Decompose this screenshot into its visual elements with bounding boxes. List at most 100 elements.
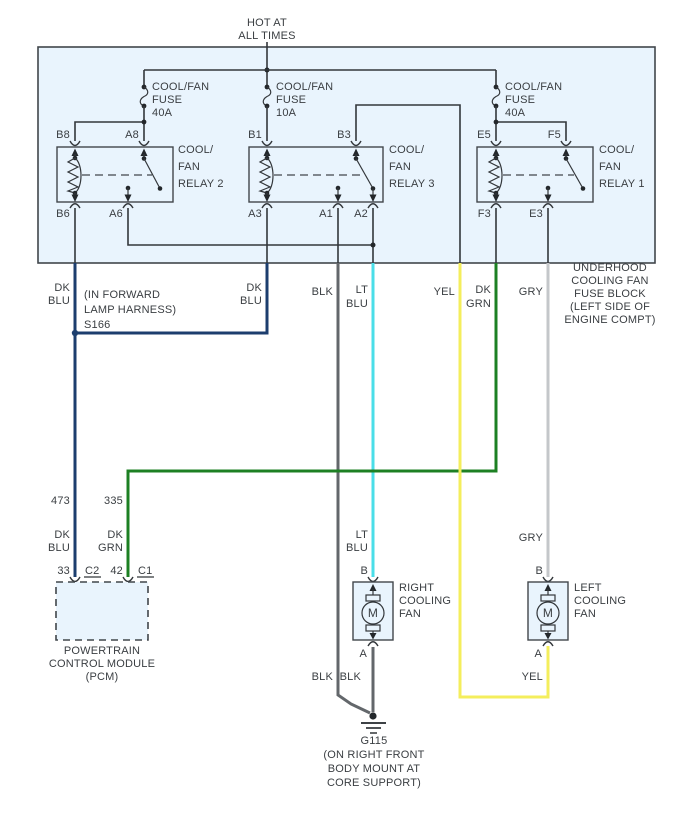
pcm33-wire-color-2: BLU	[48, 542, 70, 554]
ground-id: G115	[361, 735, 388, 747]
pcm-box	[55, 581, 149, 641]
relay3-b3-feed-wire	[355, 104, 461, 263]
pin-a6: A6	[109, 208, 123, 220]
a2-wire-color-2: BLU	[346, 298, 368, 310]
fuse-block-note-3: FUSE BLOCK	[574, 288, 646, 300]
feed-stub-wires	[143, 70, 497, 87]
hot-at-label: HOT AT	[247, 17, 287, 29]
rfan-pin-b: B	[360, 565, 368, 577]
relay3-label-1: COOL/	[389, 144, 425, 156]
pin-e3: E3	[529, 208, 543, 220]
fuse-block-note-4: (LEFT SIDE OF	[570, 301, 650, 313]
b6-wire-color-1: DK	[54, 282, 70, 294]
pcm-pin-42: 42	[110, 565, 123, 577]
relay2-contact-down-arrow	[124, 194, 132, 202]
pcm-name-1: POWERTRAIN	[64, 645, 140, 657]
rfan-b-wire-color-2: BLU	[346, 542, 368, 554]
fuse1-label-3: 40A	[152, 107, 173, 119]
fuse-block-note-5: ENGINE COMPT)	[564, 314, 655, 326]
circuit-335: 335	[104, 495, 123, 507]
ground-dot	[369, 712, 377, 720]
pcm42-wire-color-2: GRN	[98, 542, 123, 554]
relay2-switch-arm	[143, 158, 161, 189]
rfan-brush-top	[365, 594, 381, 602]
relay1-coil-zigzag	[487, 157, 501, 194]
fuse1-branch-dot	[141, 119, 147, 125]
relay1-coil-down-arrow	[492, 194, 500, 202]
fuse-block-note-2: COOLING FAN	[571, 275, 648, 287]
rfan-name-2: COOLING	[399, 595, 451, 607]
pcm-pin-33: 33	[57, 565, 70, 577]
relay3-switch-arm	[355, 158, 374, 189]
rfan-bottom-connector-arc	[367, 641, 379, 647]
relay3-switch-up-arrow	[352, 148, 360, 156]
relay1-switch-arm	[565, 158, 584, 189]
pcm-name-3: (PCM)	[86, 671, 119, 683]
relay1-label-3: RELAY 1	[599, 178, 645, 190]
pin-e5: E5	[477, 129, 491, 141]
a1-wire-color: BLK	[312, 286, 334, 298]
fuse3-branch-dot	[493, 119, 499, 125]
fuse3-label-1: COOL/FAN	[505, 81, 562, 93]
gnd-left-wire-color: BLK	[312, 671, 334, 683]
relay-top-connector-arcs	[69, 140, 572, 147]
relay1-label-1: COOL/	[599, 144, 635, 156]
pcm-connector-arcs	[69, 576, 134, 583]
relay2-label-1: COOL/	[178, 144, 214, 156]
relay2-arm-end-dot	[157, 186, 163, 191]
relay1-label-2: FAN	[599, 161, 621, 173]
pin-b8: B8	[56, 129, 70, 141]
fuse2-label-1: COOL/FAN	[276, 81, 333, 93]
lfan-name-2: COOLING	[574, 595, 626, 607]
fuse1-output-wires	[74, 106, 145, 141]
rfan-motor-letter: M	[368, 606, 378, 620]
rfan-top-connector-arc	[367, 576, 379, 583]
fuse-block-note-1: UNDERHOOD	[573, 262, 647, 274]
relay1-arm-end-dot	[580, 186, 586, 191]
pin-f3: F3	[478, 208, 491, 220]
lfan-motor-letter: M	[543, 606, 553, 620]
e3-wire-color: GRY	[519, 286, 544, 298]
all-times-label: ALL TIMES	[238, 30, 295, 42]
relay1-switch-up-arrow	[562, 148, 570, 156]
relay2-switch-up-arrow	[140, 148, 148, 156]
relay3-coil-zigzag	[258, 157, 272, 194]
pcm42-wire-color-1: DK	[107, 529, 123, 541]
wire-dkgrn-f3-to-pcm	[126, 263, 498, 577]
pcm33-wire-color-1: DK	[54, 529, 70, 541]
fuse3-label-2: FUSE	[505, 94, 535, 106]
fuse1-symbol	[139, 86, 149, 107]
pin-a1: A1	[319, 208, 333, 220]
relay3-a2-down-arrow	[369, 194, 377, 202]
relay1-coil-up-arrow	[492, 148, 500, 156]
pcm-conn-c1: C1	[138, 565, 152, 577]
relay-bottom-connector-arcs	[69, 203, 554, 209]
lfan-a-wire-color: YEL	[522, 671, 543, 683]
pin-a2: A2	[354, 208, 368, 220]
rfan-down-arrow	[369, 633, 377, 640]
relay3-coil-arc	[266, 157, 274, 194]
rfan-name-1: RIGHT	[399, 582, 434, 594]
pin-b3: B3	[337, 129, 351, 141]
relay3-label-2: FAN	[389, 161, 411, 173]
rfan-b-wire-color-1: LT	[356, 529, 369, 541]
rfan-name-3: FAN	[399, 608, 421, 620]
relay2-coil-zigzag	[66, 157, 80, 194]
relay3-label-3: RELAY 3	[389, 178, 435, 190]
wire-yel-b3-to-lfan	[458, 263, 550, 699]
pin-b1: B1	[248, 129, 262, 141]
rfan-a-wire-color: BLK	[340, 671, 362, 683]
fuse2-label-2: FUSE	[276, 94, 306, 106]
lfan-pin-a: A	[534, 648, 542, 660]
lfan-name-3: FAN	[574, 608, 596, 620]
relay1-coil-arc	[495, 157, 503, 194]
fuse3-symbol	[491, 86, 501, 107]
fuse3-label-3: 40A	[505, 107, 526, 119]
relay2-coil-up-arrow	[71, 148, 79, 156]
pin-f5: F5	[548, 129, 561, 141]
b3-wire-color: YEL	[434, 286, 455, 298]
b6-wire-color-2: BLU	[48, 295, 70, 307]
ground-note-1: (ON RIGHT FRONT	[323, 749, 424, 761]
